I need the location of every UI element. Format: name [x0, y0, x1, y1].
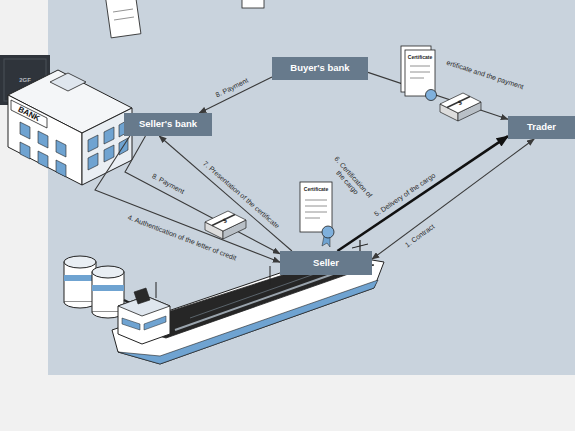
box-label: Seller's bank	[139, 119, 197, 129]
flow-arrow	[95, 136, 280, 262]
document-line	[410, 66, 430, 67]
watermark: 2GF	[19, 77, 31, 84]
building-left-face	[8, 95, 82, 185]
certificate-seal	[426, 90, 437, 101]
window	[20, 122, 30, 139]
document-line	[305, 212, 327, 213]
money-band	[212, 215, 235, 226]
payment-document	[105, 0, 141, 38]
certificate-seal	[322, 226, 334, 238]
window	[38, 151, 48, 168]
ship-mast	[270, 266, 271, 285]
certificate-document	[300, 182, 332, 232]
document-line	[410, 78, 424, 79]
window	[104, 127, 114, 144]
money-stack-top	[205, 211, 246, 231]
tank-band	[64, 275, 96, 281]
box-label: Trader	[527, 122, 556, 132]
bridge-window	[122, 318, 140, 330]
document-line	[410, 72, 430, 73]
label-box: Seller's bank	[124, 113, 212, 136]
tank-top	[92, 266, 124, 278]
ship-mast	[156, 282, 157, 298]
ship-funnel	[134, 288, 150, 304]
tank-band	[92, 285, 124, 291]
money-band	[447, 97, 470, 108]
bank-sign	[11, 100, 47, 128]
flow-arrow	[199, 77, 272, 113]
flow-arrow	[125, 136, 280, 254]
document-line	[113, 9, 133, 12]
ship-mast	[352, 244, 368, 248]
window	[38, 131, 48, 148]
document-line	[305, 200, 327, 201]
box-label: Buyer's bank	[290, 63, 349, 73]
document-line	[114, 17, 134, 20]
label-box: Buyer's bank	[272, 57, 368, 80]
tank-top	[64, 256, 96, 268]
ship-bridge	[118, 296, 170, 344]
document-line	[305, 206, 327, 207]
box-label: Seller	[313, 258, 339, 268]
window	[88, 135, 98, 152]
certificate-document	[405, 50, 435, 96]
bridge-window	[144, 316, 166, 330]
window	[88, 153, 98, 170]
flow-arrow	[372, 139, 534, 259]
window	[104, 145, 114, 162]
label-box: Trader	[508, 116, 575, 139]
window	[20, 142, 30, 159]
deck-pipe	[175, 268, 350, 330]
tank-base	[64, 302, 96, 308]
payment-document	[242, 0, 264, 8]
document-line	[305, 218, 320, 219]
window	[56, 160, 66, 177]
label-box: Seller	[280, 251, 372, 275]
window	[56, 140, 66, 157]
money-stack-top	[440, 93, 481, 113]
document-title: Certificate	[304, 187, 328, 193]
document-title: Certificate	[408, 55, 432, 61]
floor-plane	[48, 0, 575, 375]
roof-block	[50, 73, 86, 91]
